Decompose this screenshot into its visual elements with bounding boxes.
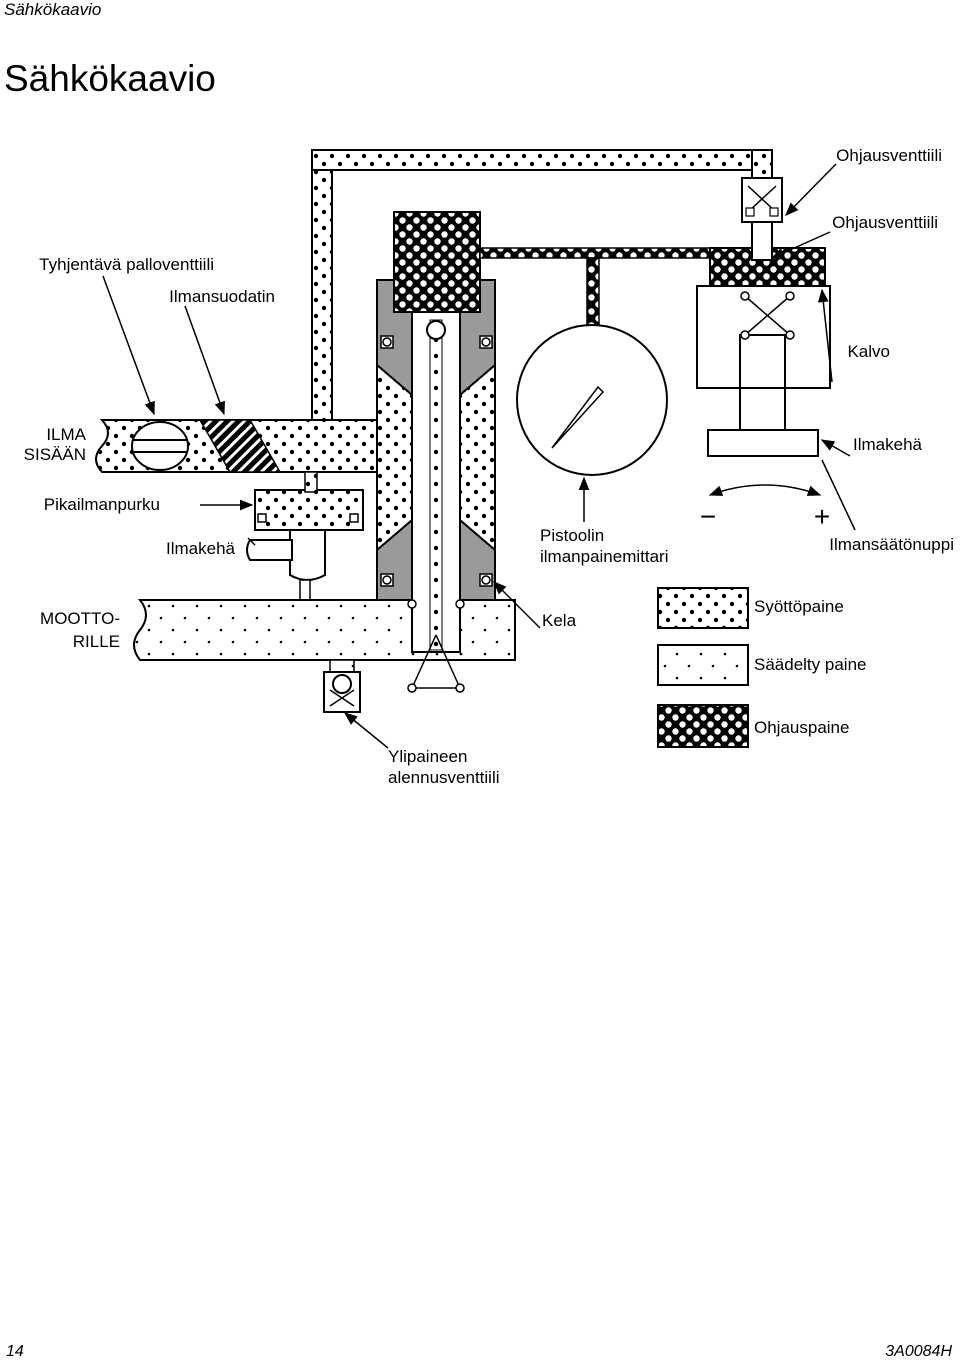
- label-pistoolin: Pistoolin: [540, 526, 604, 545]
- legend: Syöttöpaine Säädelty paine Ohjauspaine: [657, 587, 866, 748]
- legend-swatch-regulated: [657, 644, 749, 686]
- label-ilmakeha-right: Ilmakehä: [853, 435, 923, 454]
- document-code: 3A0084H: [885, 1343, 952, 1360]
- regulator-housing: [376, 211, 496, 653]
- label-ilmansaatonuppi: Ilmansäätönuppi: [829, 535, 954, 554]
- outlet-pipe: [133, 599, 516, 713]
- pressure-gauge: [516, 324, 668, 476]
- label-ilma: ILMA: [46, 425, 86, 444]
- diaphragm-assembly: [696, 285, 831, 496]
- legend-label-supply: Syöttöpaine: [754, 597, 844, 616]
- running-header: Sähkökaavio: [4, 0, 102, 19]
- label-ylipaineen: Ylipaineen: [388, 747, 467, 766]
- label-tyhjentava: Tyhjentävä palloventtiili: [39, 255, 214, 274]
- label-ilmanpainemittari: ilmanpainemittari: [540, 547, 669, 566]
- legend-swatch-control: [657, 704, 749, 748]
- inlet-pipe: [95, 419, 381, 473]
- label-rille: RILLE: [73, 632, 120, 651]
- label-kela: Kela: [542, 611, 577, 630]
- adjustment-knob: [707, 429, 819, 457]
- label-minus: −: [700, 501, 716, 532]
- label-sisaan: SISÄÄN: [24, 445, 86, 464]
- pilot-valve: [741, 177, 783, 223]
- page-number: 14: [6, 1343, 24, 1360]
- air-filter: [198, 419, 282, 473]
- label-ohjausventtiili-1: Ohjausventtiili: [836, 146, 942, 165]
- callout-labels: Ohjausventtiili Ohjausventtiili Tyhjentä…: [24, 146, 954, 787]
- label-ilmakeha-left: Ilmakehä: [166, 539, 236, 558]
- quick-exhaust: [246, 471, 364, 601]
- legend-swatch-supply: [657, 587, 749, 629]
- drain-ball-valve: [131, 421, 189, 471]
- label-plus: +: [814, 501, 830, 532]
- label-kalvo: Kalvo: [847, 342, 890, 361]
- supply-line-top: [311, 149, 773, 423]
- leader-lines: [102, 163, 856, 749]
- label-pikailmanpurku: Pikailmanpurku: [44, 495, 160, 514]
- label-mootto: MOOTTO-: [40, 609, 120, 628]
- label-alennusventtiili: alennusventtiili: [388, 768, 500, 787]
- label-ilmansuodatin: Ilmansuodatin: [169, 287, 275, 306]
- label-ohjausventtiili-2: Ohjausventtiili: [832, 213, 938, 232]
- legend-label-regulated: Säädelty paine: [754, 655, 866, 674]
- page-title: Sähkökaavio: [4, 58, 216, 99]
- legend-label-control: Ohjauspaine: [754, 718, 849, 737]
